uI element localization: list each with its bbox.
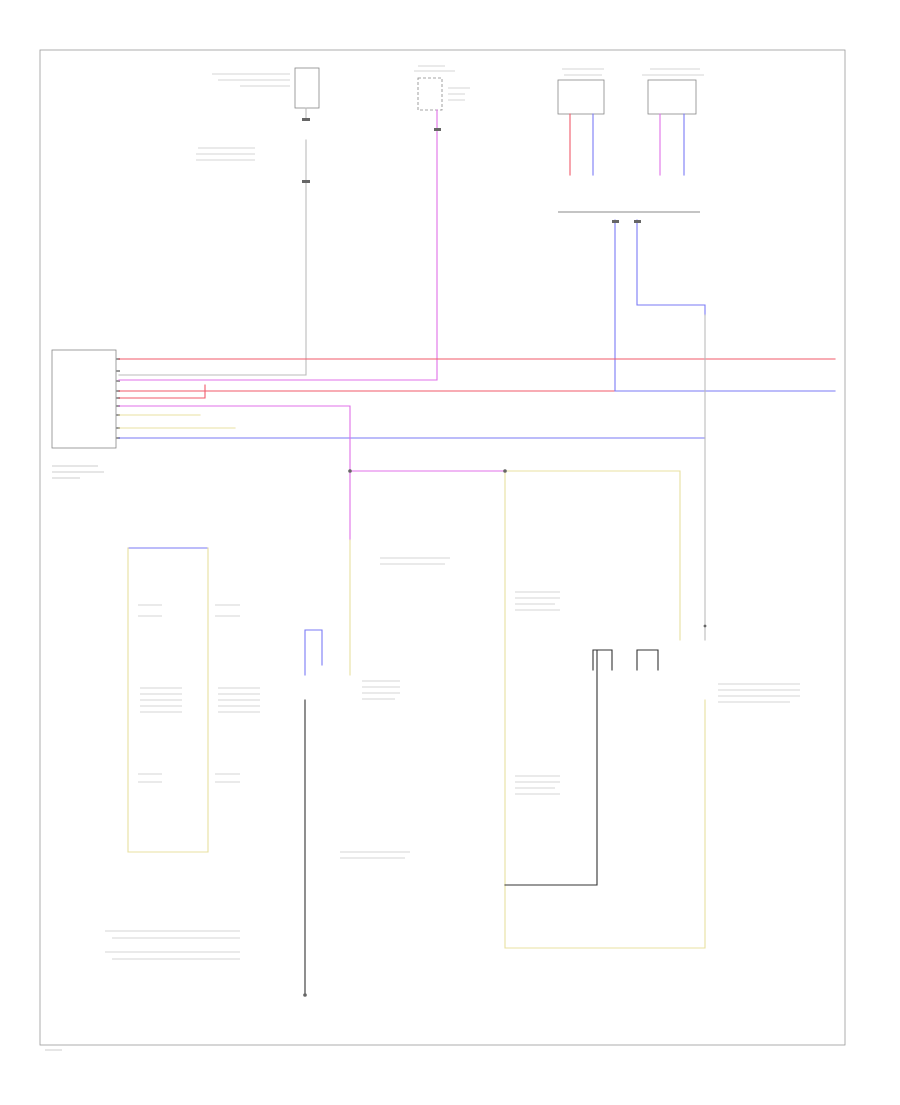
wire-blue-ground	[304, 629, 323, 676]
wire-pink-short	[118, 384, 206, 399]
wire-black-center	[504, 649, 598, 886]
seat-heater-group-left	[138, 604, 260, 783]
wire-magenta-down	[118, 405, 351, 471]
fuse-box	[414, 65, 470, 111]
wire-blue-splice-right	[636, 219, 706, 316]
wire-yellow-loop	[504, 470, 681, 641]
wire-violet-fuse	[118, 109, 438, 381]
wire-yellow-right-down	[504, 470, 706, 949]
footnotes	[105, 930, 240, 960]
main-control-module	[51, 349, 120, 479]
center-heater-labels	[340, 557, 450, 859]
wire-black-connector-1	[592, 649, 613, 671]
top-left-module	[196, 67, 320, 161]
wire-yellow-left-loop	[127, 547, 209, 853]
right-module-1	[557, 68, 605, 115]
right-module-2	[642, 68, 704, 115]
wire-black-connector-2	[636, 649, 659, 671]
diagram-border	[39, 49, 846, 1046]
right-heater-labels	[515, 591, 800, 795]
